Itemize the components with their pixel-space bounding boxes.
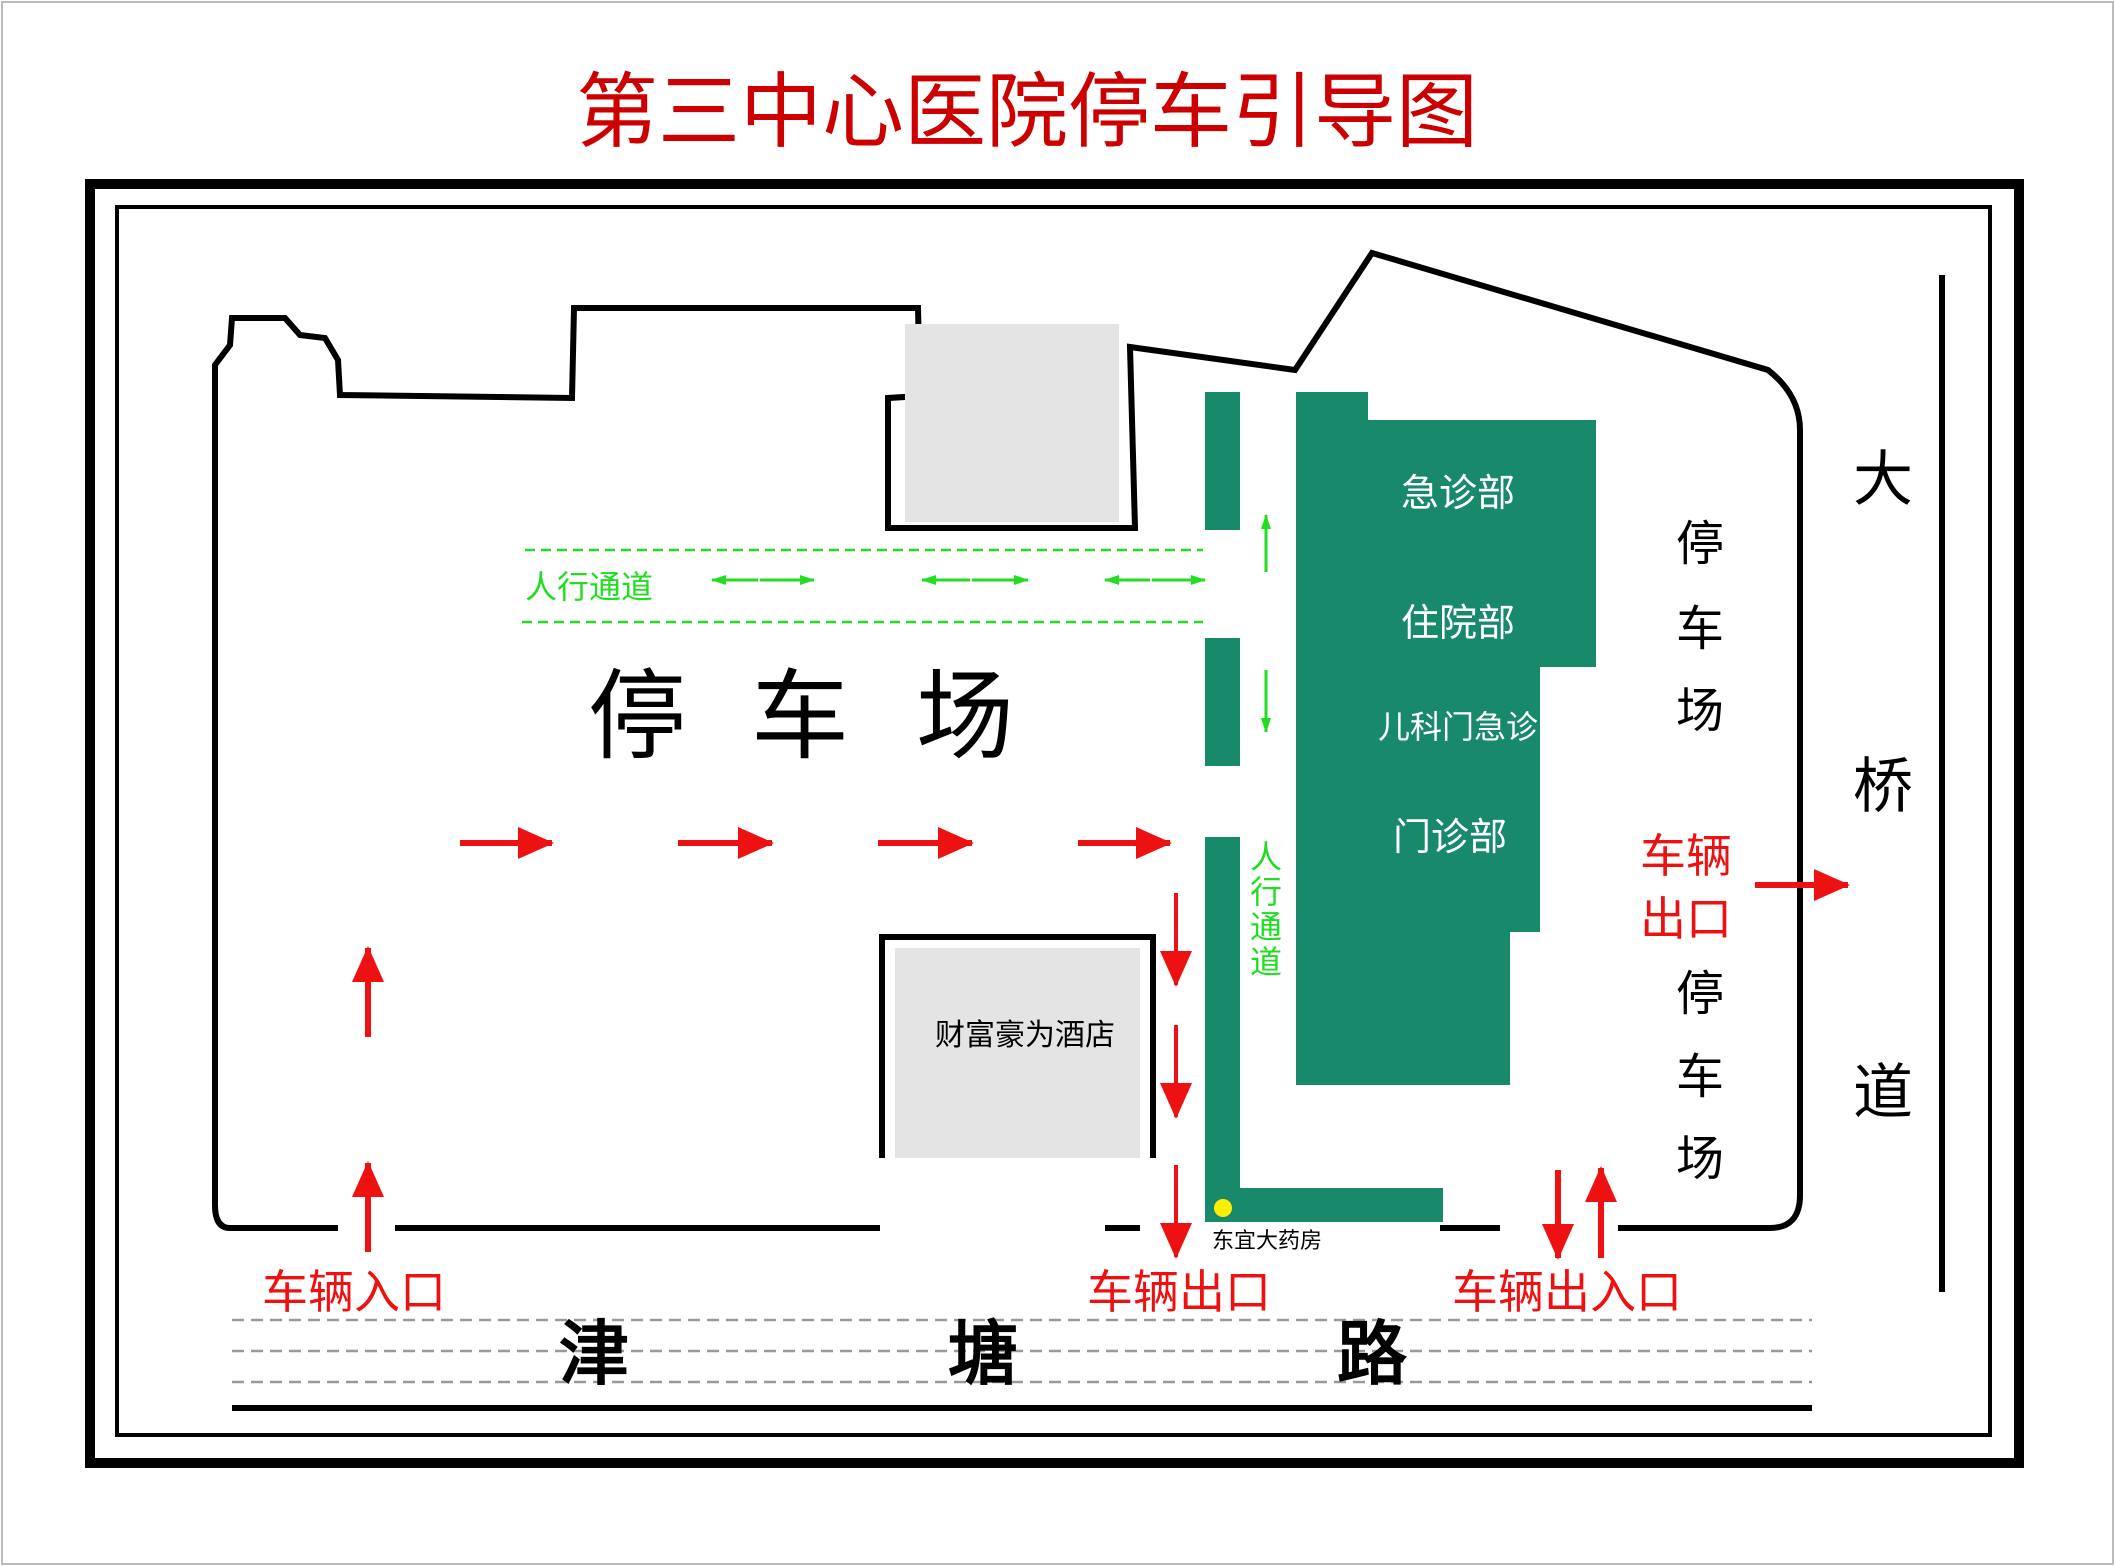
walkway-wall-middle	[1205, 638, 1240, 766]
compound-boundary	[212, 249, 1803, 1231]
vertical-walkway-char: 通	[1250, 908, 1282, 946]
hotel-label: 财富豪为酒店	[935, 1018, 1115, 1053]
hospital-main-building	[1296, 392, 1596, 1085]
middle-exit-label: 车辆出口	[1087, 1265, 1271, 1319]
east-exit-label-line2: 出口	[1640, 892, 1732, 946]
east-road-char: 道	[1853, 1058, 1913, 1128]
north-gray-building	[905, 324, 1119, 522]
east-parking-upper-char: 停	[1676, 516, 1724, 572]
pharmacy-label: 东宜大药房	[1212, 1229, 1322, 1254]
vertical-walkway-char: 行	[1250, 873, 1282, 911]
vertical-walkway-char: 道	[1250, 943, 1282, 981]
vertical-walkway-char: 人	[1250, 838, 1282, 876]
hotel-building	[895, 948, 1140, 1158]
east-parking-lower-char: 停	[1676, 966, 1724, 1022]
east-parking-lower-char: 车	[1676, 1049, 1724, 1105]
main-parking-char: 车	[751, 660, 849, 774]
location-dot-icon	[1214, 1199, 1232, 1217]
east-road-char: 大	[1853, 445, 1913, 515]
east-parking-lower-char: 场	[1676, 1131, 1724, 1187]
south-road-char: 路	[1337, 1313, 1408, 1395]
east-parking-upper-char: 车	[1676, 601, 1724, 657]
map-border-outer	[85, 179, 2024, 1468]
walkway-wall-north	[1205, 392, 1240, 530]
inpatient-label: 住院部	[1401, 601, 1515, 645]
map-border-inner	[115, 205, 1992, 1437]
east-entrance-exit-label: 车辆出入口	[1452, 1265, 1682, 1319]
east-road-char: 桥	[1853, 752, 1913, 822]
map-title: 第三中心医院停车引导图	[576, 65, 1478, 160]
east-exit-label-line1: 车辆	[1640, 829, 1732, 883]
main-parking-char: 场	[916, 660, 1014, 774]
main-parking-char: 停	[588, 660, 686, 774]
walkway-label: 人行通道	[525, 568, 653, 606]
west-entrance-label: 车辆入口	[262, 1265, 446, 1319]
south-road-char: 塘	[948, 1313, 1018, 1395]
emergency-label: 急诊部	[1401, 471, 1515, 515]
south-road-char: 津	[559, 1313, 629, 1395]
hotel-outline	[879, 934, 1156, 1158]
pediatric-label: 儿科门急诊	[1378, 708, 1538, 746]
east-parking-upper-char: 场	[1676, 683, 1724, 739]
outpatient-label: 门诊部	[1393, 815, 1507, 859]
walkway-wall-south	[1205, 837, 1443, 1222]
